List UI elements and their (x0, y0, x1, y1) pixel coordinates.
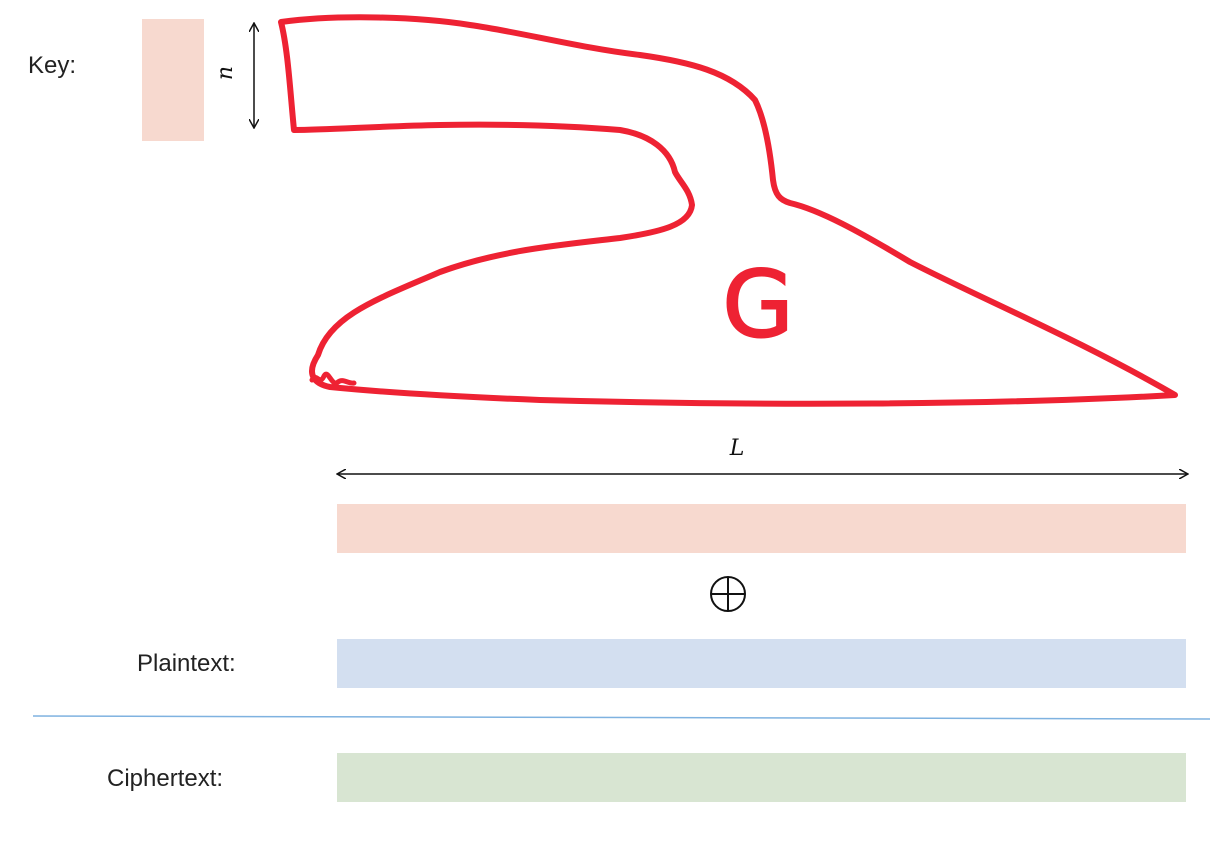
divider-line (32, 715, 1210, 720)
ciphertext-label: Ciphertext: (107, 765, 224, 792)
plaintext-label: Plaintext: (137, 650, 236, 677)
key-label: Key: (28, 52, 77, 79)
expanded-key-bar (337, 504, 1186, 553)
output-length-label: L (729, 436, 745, 461)
plaintext-bar (337, 639, 1186, 688)
xor-symbol (710, 576, 746, 612)
generator-outline (278, 14, 1178, 407)
key-swatch (142, 19, 204, 141)
ciphertext-bar (337, 753, 1186, 802)
generator-outline-squiggle (309, 371, 357, 386)
generator-label: G (722, 251, 793, 358)
key-length-label: n (213, 66, 238, 80)
